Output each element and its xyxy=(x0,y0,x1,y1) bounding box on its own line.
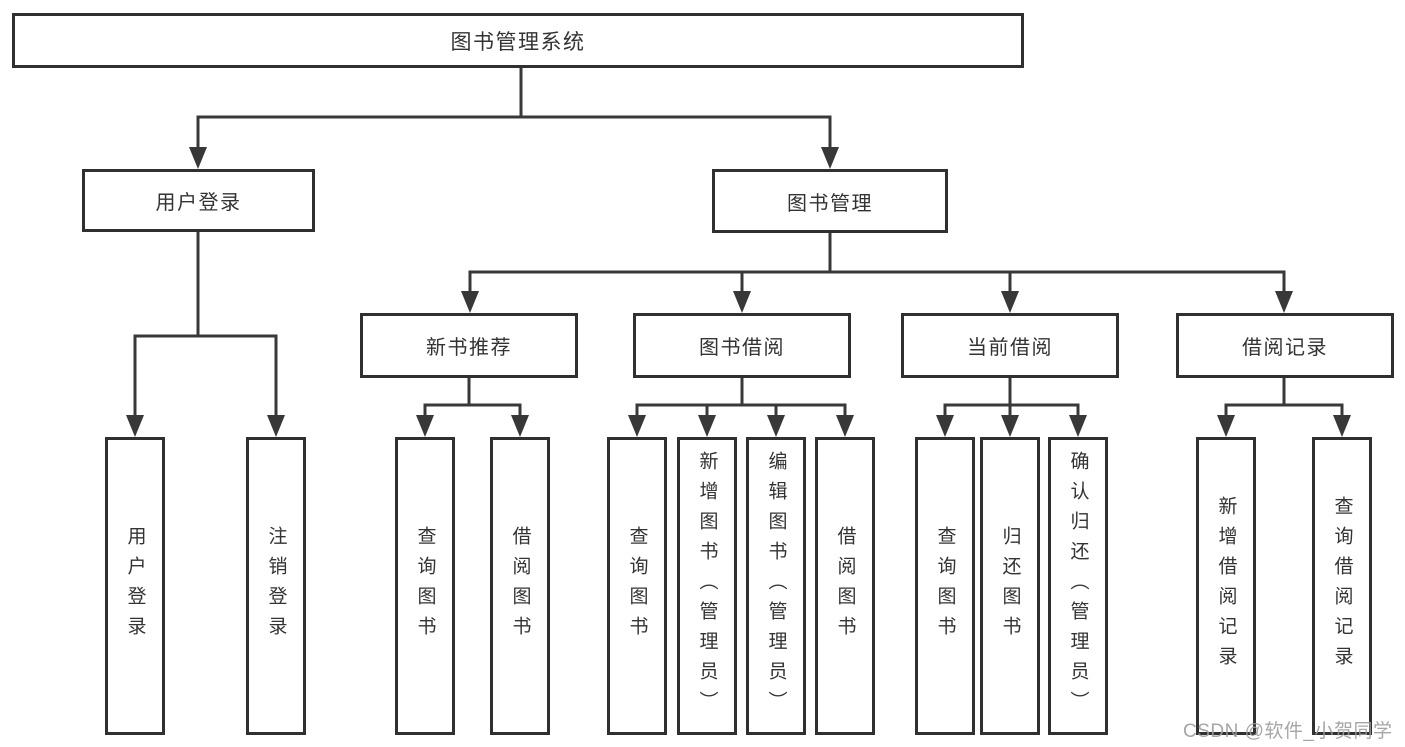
node-label: 新增图书（管理员） xyxy=(696,451,718,721)
node-label: 编辑图书（管理员） xyxy=(765,451,787,721)
node-label: 新增借阅记录 xyxy=(1215,496,1237,676)
node-label: 借阅图书 xyxy=(509,526,531,646)
node-label: 查询借阅记录 xyxy=(1331,496,1353,676)
leaf-user-login: 用户登录 xyxy=(105,437,165,735)
node-book-management: 图书管理 xyxy=(712,169,948,233)
node-book-borrowing: 图书借阅 xyxy=(633,313,851,378)
node-borrowing-records: 借阅记录 xyxy=(1176,313,1394,378)
leaf-query-books-borrow: 查询图书 xyxy=(607,437,667,735)
leaf-return-book: 归还图书 xyxy=(980,437,1040,735)
node-label: 查询图书 xyxy=(934,526,956,646)
leaf-borrow-books-recommend: 借阅图书 xyxy=(490,437,550,735)
leaf-logout: 注销登录 xyxy=(246,437,306,735)
node-label: 新书推荐 xyxy=(426,337,512,359)
node-label: 查询图书 xyxy=(626,526,648,646)
node-label: 借阅图书 xyxy=(834,526,856,646)
leaf-query-books-recommend: 查询图书 xyxy=(395,437,455,735)
leaf-add-book-admin: 新增图书（管理员） xyxy=(677,437,737,735)
leaf-query-books-current: 查询图书 xyxy=(915,437,975,735)
node-label: 注销登录 xyxy=(265,526,287,646)
node-user-login: 用户登录 xyxy=(82,169,315,232)
csdn-watermark: CSDN @软件_小贺同学 xyxy=(1183,721,1393,742)
leaf-query-borrow-record: 查询借阅记录 xyxy=(1312,437,1372,735)
node-label: 图书管理 xyxy=(787,192,873,215)
node-library-management-system: 图书管理系统 xyxy=(12,13,1024,68)
node-label: 用户登录 xyxy=(155,192,242,214)
node-label: 借阅记录 xyxy=(1242,337,1328,359)
node-label: 归还图书 xyxy=(999,526,1021,646)
node-label: 查询图书 xyxy=(414,526,436,646)
node-label: 用户登录 xyxy=(124,526,146,646)
leaf-edit-book-admin: 编辑图书（管理员） xyxy=(746,437,806,735)
leaf-borrow-books-borrow: 借阅图书 xyxy=(815,437,875,735)
leaf-add-borrow-record: 新增借阅记录 xyxy=(1196,437,1256,735)
node-label: 图书管理系统 xyxy=(450,30,586,54)
node-label: 图书借阅 xyxy=(699,337,785,359)
node-new-book-recommend: 新书推荐 xyxy=(360,313,578,378)
node-current-borrowing: 当前借阅 xyxy=(901,313,1119,378)
node-label: 当前借阅 xyxy=(967,337,1053,359)
node-label: 确认归还（管理员） xyxy=(1067,451,1089,721)
leaf-confirm-return-admin: 确认归还（管理员） xyxy=(1048,437,1108,735)
